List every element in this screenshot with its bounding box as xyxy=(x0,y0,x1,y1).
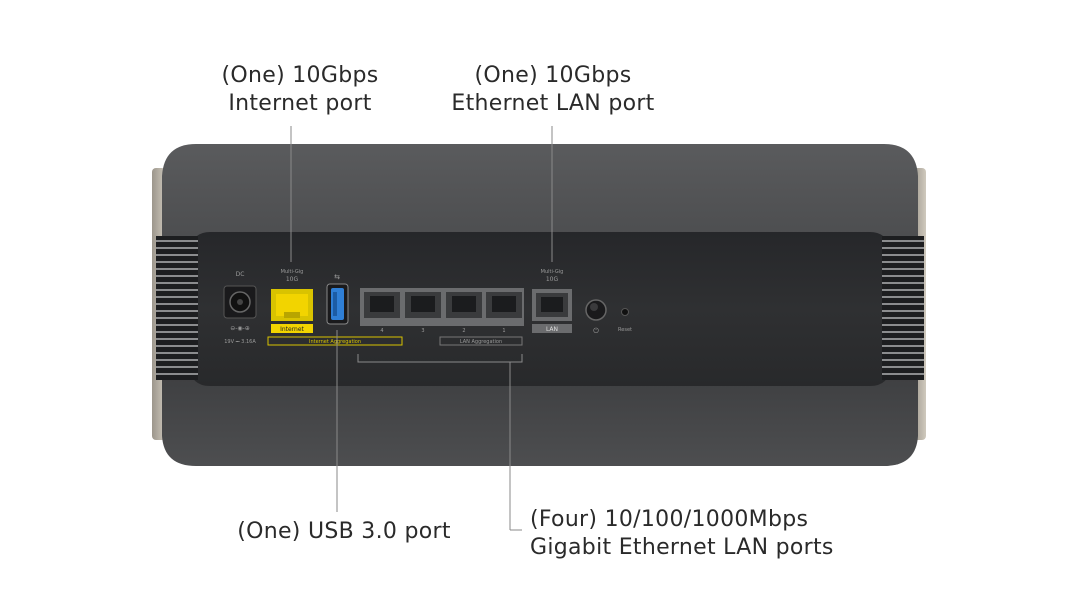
left-vent-grille xyxy=(156,236,198,380)
lan-port-2 xyxy=(446,292,482,318)
lan-port-3 xyxy=(405,292,441,318)
usb-port: ⇆ xyxy=(326,273,349,325)
internet-speed-label: 10G xyxy=(286,276,299,283)
port-number-1: 1 xyxy=(502,328,505,334)
lan-port-1 xyxy=(486,292,522,318)
lan-speed-top-label: Multi-Gig xyxy=(541,269,564,275)
lan-port-4 xyxy=(364,292,400,318)
power-button: ⏻ xyxy=(585,299,607,335)
right-vent-grille xyxy=(882,236,924,380)
reset-button: Reset xyxy=(618,308,632,333)
internet-port: Multi-Gig 10G Internet xyxy=(271,269,313,333)
gigabit-ports-bracket xyxy=(357,354,523,363)
internet-port-callout-line1: (One) 10Gbps xyxy=(221,63,379,88)
internet-port-callout-line2: Internet port xyxy=(228,91,372,116)
ethernet-lan-port-callout-line1: (One) 10Gbps xyxy=(474,63,632,88)
power-polarity-icon: ⊖-◉-⊕ xyxy=(230,325,250,332)
internet-aggregation-label: Internet Aggregation xyxy=(309,339,361,345)
gigabit-ports-callout-line2: Gigabit Ethernet LAN ports xyxy=(530,535,834,560)
ethernet-lan-port-callout: (One) 10Gbps Ethernet LAN port xyxy=(430,62,676,118)
usb-port-callout: (One) USB 3.0 port xyxy=(222,518,466,546)
dc-power-jack: DC ⊖-◉-⊕ 19V ⎓ 3.16A xyxy=(223,271,257,345)
multigig-lan-port: Multi-Gig 10G LAN xyxy=(532,269,572,333)
dc-label: DC xyxy=(236,271,245,278)
lan-speed-label: 10G xyxy=(546,276,559,283)
power-spec-label: 19V ⎓ 3.16A xyxy=(224,339,256,345)
leader-lines xyxy=(290,126,553,531)
ethernet-lan-port-callout-line2: Ethernet LAN port xyxy=(451,91,655,116)
gigabit-ports-callout-line1: (Four) 10/100/1000Mbps xyxy=(530,507,809,532)
internet-aggregation-bracket: Internet Aggregation xyxy=(267,336,403,346)
port-number-3: 3 xyxy=(421,328,424,334)
lan-aggregation-bracket: LAN Aggregation xyxy=(439,336,523,346)
internet-speed-top-label: Multi-Gig xyxy=(281,269,304,275)
internet-label: Internet xyxy=(280,326,304,333)
reset-label: Reset xyxy=(618,327,632,333)
usb-icon: ⇆ xyxy=(334,273,340,281)
lan-label: LAN xyxy=(546,326,558,333)
gigabit-lan-ports: 4 3 2 1 xyxy=(360,288,524,334)
lan-aggregation-label: LAN Aggregation xyxy=(460,339,502,345)
power-icon: ⏻ xyxy=(593,327,599,335)
port-number-4: 4 xyxy=(380,328,383,334)
usb-port-callout-line1: (One) USB 3.0 port xyxy=(237,519,451,544)
internet-port-callout: (One) 10Gbps Internet port xyxy=(190,62,410,118)
port-number-2: 2 xyxy=(462,328,465,334)
gigabit-ports-callout: (Four) 10/100/1000Mbps Gigabit Ethernet … xyxy=(530,506,876,562)
